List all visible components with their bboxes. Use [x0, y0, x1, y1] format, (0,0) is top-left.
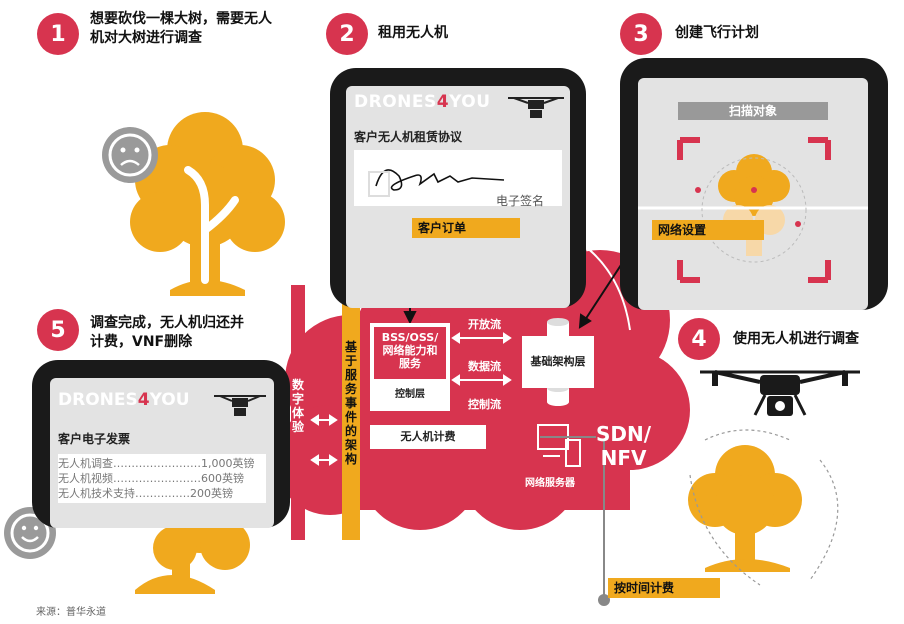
invoice-line: 无人机视频……………………600英镑 [58, 472, 244, 485]
control-flow-label: 控制流 [468, 398, 501, 411]
sdn-nfv-label: SDN/ NFV [596, 422, 652, 470]
bss-oss-box: BSS/OSS/ 网络能力和 服务 控制层 [370, 323, 450, 411]
signature-scribble [368, 169, 505, 197]
invoice-title: 客户电子发票 [58, 432, 131, 446]
invoice-line: 无人机调查……………………1,000英镑 [58, 457, 255, 470]
step-5-line1: 调查完成，无人机归还并 [90, 315, 244, 331]
large-drone-icon [700, 370, 860, 416]
step-5-badge: 5 [37, 309, 79, 351]
source-note: 来源：普华永道 [36, 607, 106, 618]
invoice-lines: 无人机调查……………………1,000英镑 无人机视频……………………600英镑 … [58, 454, 266, 503]
brand-digit: 4 [436, 92, 450, 112]
step-3-badge: 3 [620, 13, 662, 55]
drone-icon [214, 395, 266, 416]
step-1-text: 想要砍伐一棵大树，需要无人 机对大树进行调查 [90, 10, 272, 48]
step-number: 1 [50, 21, 66, 47]
digital-experience-label: 数字体验 [291, 378, 304, 434]
data-flow-label: 数据流 [468, 360, 501, 373]
signature-box[interactable] [354, 150, 562, 206]
open-flow-label: 开放流 [468, 318, 501, 331]
drone-billing-box: 无人机计费 [370, 425, 486, 449]
signature-label: 电子签名 [496, 194, 545, 208]
step-4-badge: 4 [678, 318, 720, 360]
brand-logo: DRONES4YOU [354, 92, 491, 112]
brand-suffix: YOU [149, 390, 190, 410]
step-4-text: 使用无人机进行调查 [733, 331, 859, 347]
step-number: 2 [339, 21, 355, 47]
step-1-line1: 想要砍伐一棵大树，需要无人 [90, 11, 272, 27]
plan-phone-screen: 扫描对象 [638, 78, 868, 310]
step-1-badge: 1 [37, 13, 79, 55]
step-5-text: 调查完成，无人机归还并 计费，VNF删除 [90, 314, 244, 352]
sad-face-icon [102, 127, 158, 183]
network-server-label: 网络服务器 [525, 478, 575, 489]
plan-phone: 扫描对象 [620, 58, 888, 310]
invoice-phone: DRONES4YOU 客户电子发票 无人机调查……………………1,000英镑 无… [32, 360, 290, 528]
step-number: 4 [691, 326, 707, 352]
contract-title: 客户无人机租赁协议 [354, 130, 463, 144]
invoice-phone-screen: DRONES4YOU 客户电子发票 无人机调查……………………1,000英镑 无… [50, 378, 274, 528]
step-5-line2: 计费，VNF删除 [90, 334, 193, 350]
brand-prefix: DRONES [354, 92, 437, 112]
service-events-label: 基于服务事件的架构 [344, 340, 357, 466]
infrastructure-layer-box: 基础架构层 [522, 336, 594, 388]
customer-order-label: 客户订单 [412, 218, 520, 238]
digital-experience-bar [291, 285, 305, 540]
control-layer-label: 控制层 [395, 389, 425, 400]
drone-icon [508, 97, 564, 118]
brand-logo: DRONES4YOU [58, 390, 190, 410]
service-events-bar [342, 285, 360, 540]
surveyed-tree-icon [688, 445, 802, 572]
bss-oss-label: BSS/OSS/ 网络能力和 服务 [374, 327, 446, 379]
step-1-line2: 机对大树进行调查 [90, 30, 202, 46]
step-2-badge: 2 [326, 13, 368, 55]
brand-prefix: DRONES [58, 390, 138, 410]
scan-frame [638, 137, 868, 283]
step-3-text: 创建飞行计划 [675, 25, 759, 41]
brand-suffix: YOU [449, 92, 491, 112]
step-number: 3 [633, 21, 649, 47]
scan-object-button[interactable]: 扫描对象 [678, 102, 828, 120]
rent-phone: DRONES4YOU 客户无人机租赁协议 电子签名 [330, 68, 586, 308]
time-billing-label: 按时间计费 [608, 578, 720, 598]
step-2-text: 租用无人机 [378, 25, 448, 41]
network-settings-label: 网络设置 [652, 220, 764, 240]
step-number: 5 [50, 317, 66, 343]
brand-digit: 4 [137, 390, 150, 410]
invoice-line: 无人机技术支持……………200英镑 [58, 487, 233, 500]
rent-phone-screen: DRONES4YOU 客户无人机租赁协议 电子签名 [346, 86, 570, 308]
